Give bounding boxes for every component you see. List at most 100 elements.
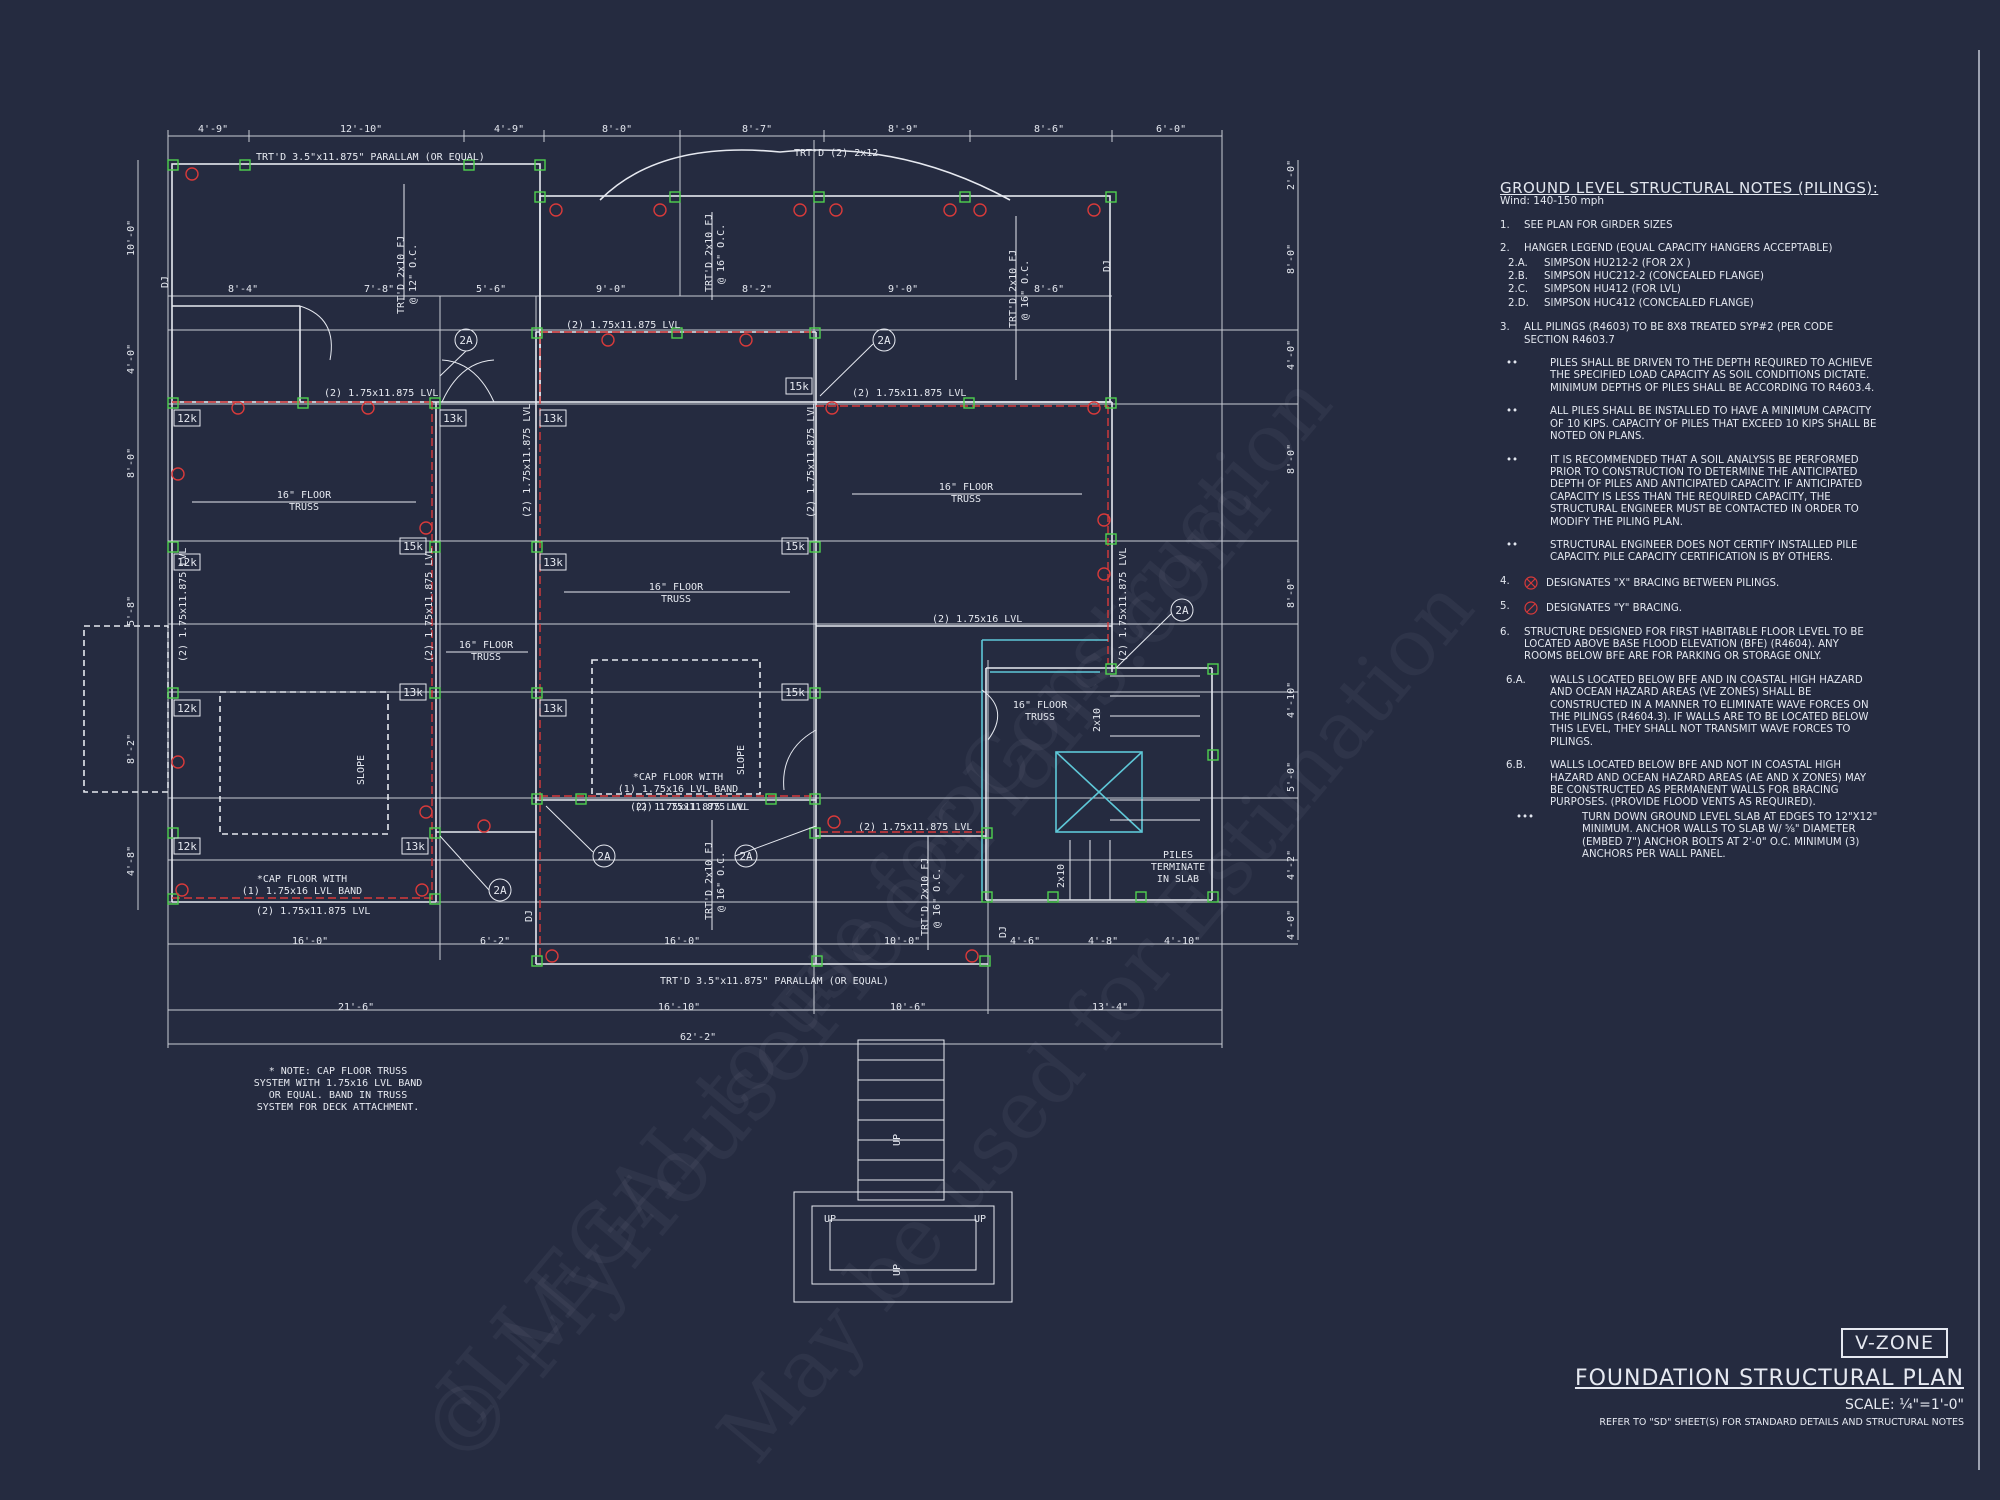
cap-note-2: SYSTEM WITH 1.75x16 LVL BAND [254, 1078, 423, 1089]
row2-dim-2: 7'-8" [364, 284, 394, 295]
note-3-bullet-3: •• IT IS RECOMMENDED THAT A SOIL ANALYSI… [1500, 455, 1880, 529]
dj-label-c: DJ [524, 910, 535, 922]
truss-label-d1: 16" FLOOR [459, 640, 514, 651]
tag-2a-6: 2A [493, 884, 507, 897]
up-label-d: UP [892, 1264, 903, 1276]
piles-note-3: IN SLAB [1157, 874, 1199, 885]
top-dim-4: 8'-0" [602, 124, 632, 135]
note-5-text: DESIGNATES "Y" BRACING. [1546, 603, 1682, 615]
tag-15k-1: 15k [789, 380, 809, 393]
bullet-1-mark: •• [1506, 358, 1519, 370]
right-dim-6: 4'-10" [1286, 682, 1297, 718]
lvl-label-d: (2) 1.75x11.875 LVL [630, 802, 744, 813]
hanger-2c-value: SIMPSON HU412 (FOR LVL) [1544, 284, 1681, 296]
cap-note-1: * NOTE: CAP FLOOR TRUSS [269, 1066, 407, 1077]
tag-2a-2: 2A [877, 334, 891, 347]
hanger-2b-key: 2.B. [1508, 271, 1528, 283]
fj-16-oc-label-b: @ 16" O.C. [1020, 260, 1031, 320]
piles-note-1: PILES [1163, 850, 1193, 861]
note-6-num: 6. [1500, 626, 1510, 638]
row2-dim-1: 8'-4" [228, 284, 258, 295]
truss-arrows [192, 184, 1082, 950]
hanger-2c-key: 2.C. [1508, 284, 1529, 296]
note-6b-text: WALLS LOCATED BELOW BFE AND NOT IN COAST… [1550, 760, 1867, 809]
trtd-2x12-label: TRT'D (2) 2x12 [794, 148, 878, 159]
truss-label-c1: 16" FLOOR [939, 482, 994, 493]
bottom-dim-4: 10'-0" [884, 936, 920, 947]
fj-16-label-c: TRT'D 2x10 FJ [704, 842, 715, 920]
lvl-vertical-c: (2) 1.75x11.875 LVL [178, 548, 189, 662]
bottom-dim-7: 4'-10" [1164, 936, 1200, 947]
fj-16-label-d: TRT'D 2x10 FJ [920, 858, 931, 936]
notes-wind: Wind: 140-150 mph [1500, 195, 1605, 208]
red-girder-lines [172, 331, 1109, 960]
right-dim-2: 8'-0" [1286, 244, 1297, 274]
note-6a: 6.A. WALLS LOCATED BELOW BFE AND IN COAS… [1500, 675, 1880, 749]
slope-label-b: SLOPE [736, 745, 747, 775]
fj-12-oc-label: @ 12" O.C. [408, 244, 419, 304]
note-6-text: STRUCTURE DESIGNED FOR FIRST HABITABLE F… [1524, 626, 1864, 663]
left-dim-6: 4'-8" [126, 846, 137, 876]
tag-15k-2: 15k [403, 540, 423, 553]
bottom-dim-2: 6'-2" [480, 936, 510, 947]
up-label-c: UP [974, 1214, 986, 1225]
title-block: V-ZONE FOUNDATION STRUCTURAL PLAN SCALE:… [1544, 1328, 1964, 1428]
note-6b-num: 6.B. [1506, 760, 1526, 772]
note-3: 3. ALL PILINGS (R4603) TO BE 8X8 TREATED… [1500, 322, 1880, 347]
cap-label-a1: *CAP FLOOR WITH [633, 772, 723, 783]
note-3-num: 3. [1500, 322, 1510, 334]
left-dim-4: 5'-8" [126, 596, 137, 626]
hanger-2d-value: SIMPSON HUC412 (CONCEALED FLANGE) [1544, 297, 1754, 309]
cap-note-3: OR EQUAL. BAND IN TRUSS [269, 1090, 407, 1101]
foundation-plan-drawing: 4'-9" 12'-10" 4'-9" 8'-0" 8'-7" 8'-9" 8'… [83, 124, 1299, 1303]
truss-label-a1: 16" FLOOR [277, 490, 332, 501]
note-1-text: SEE PLAN FOR GIRDER SIZES [1524, 219, 1673, 231]
right-dim-5: 8'-0" [1286, 578, 1297, 608]
tag-13k-5: 13k [543, 702, 563, 715]
notes-title: GROUND LEVEL STRUCTURAL NOTES (PILINGS): [1500, 179, 1879, 197]
tag-12k-1: 12k [177, 412, 197, 425]
fj-16-oc-label-c: @ 16" O.C. [716, 852, 727, 912]
pile-markers [167, 159, 1219, 967]
bottom2-dim-1: 21'-6" [338, 1002, 374, 1013]
y-bracing-icon [1524, 601, 1538, 615]
row2-dim-3: 5'-6" [476, 284, 506, 295]
drawing-scale: SCALE: ¼"=1'-0" [1845, 1397, 1964, 1413]
note-6b: 6.B. WALLS LOCATED BELOW BFE AND NOT IN … [1500, 760, 1880, 810]
bottom-dim-3: 16'-0" [664, 936, 700, 947]
note-4: 4. DESIGNATES "X" BRACING BETWEEN PILING… [1500, 576, 1880, 590]
lvl-vertical-d: (2) 1.75x11.875 LVL [424, 548, 435, 662]
truss-label-b2: TRUSS [661, 594, 691, 605]
tag-12k-2: 12k [177, 556, 197, 569]
note-3-bullet-4: •• STRUCTURAL ENGINEER DOES NOT CERTIFY … [1500, 540, 1880, 565]
overall-dim: 62'-2" [680, 1032, 716, 1043]
sheet-border-line [1978, 50, 1980, 1470]
bullet-4-text: STRUCTURAL ENGINEER DOES NOT CERTIFY INS… [1550, 539, 1858, 564]
lvl-label-b: (2) 1.75x11.875 LVL [324, 388, 438, 399]
top-dim-7: 8'-6" [1034, 124, 1064, 135]
note-1: 1. SEE PLAN FOR GIRDER SIZES [1500, 220, 1880, 232]
row2-dim-4: 9'-0" [596, 284, 626, 295]
beam-labels: TRT'D 3.5"x11.875" PARALLAM (OR EQUAL) T… [160, 148, 1129, 987]
note-6c-mark: ••• [1516, 811, 1535, 823]
lvl-vertical-b: (2) 1.75x11.875 LVL [806, 404, 817, 518]
fj-12-label: TRT'D 2x10 FJ [396, 236, 407, 314]
structural-notes-panel: GROUND LEVEL STRUCTURAL NOTES (PILINGS):… [1500, 179, 1880, 872]
tag-15k-3: 15k [785, 540, 805, 553]
lvl-label-f: (2) 1.75x11.875 LVL [256, 906, 370, 917]
2x10-label-a: 2x10 [1056, 864, 1067, 888]
left-dim-2: 4'-0" [126, 344, 137, 374]
row2-dim-6: 9'-0" [888, 284, 918, 295]
dj-label-d: DJ [998, 926, 1009, 938]
tag-12k-4: 12k [177, 840, 197, 853]
lvl-label-e: (2) 1.75x11.875 LVL [858, 822, 972, 833]
hanger-2b: 2.B.SIMPSON HUC212-2 (CONCEALED FLANGE) [1508, 271, 1880, 283]
bullet-2-mark: •• [1506, 406, 1519, 418]
cap-note-4: SYSTEM FOR DECK ATTACHMENT. [257, 1102, 420, 1113]
2x10-label-b: 2x10 [1092, 708, 1103, 732]
parallam-bottom-label: TRT'D 3.5"x11.875" PARALLAM (OR EQUAL) [660, 976, 889, 987]
note-6a-num: 6.A. [1506, 674, 1526, 686]
left-dim-3: 8'-0" [126, 448, 137, 478]
hanger-2d-key: 2.D. [1508, 297, 1529, 309]
truss-labels: 16" FLOOR TRUSS 16" FLOOR TRUSS 16" FLOO… [242, 482, 1205, 1276]
